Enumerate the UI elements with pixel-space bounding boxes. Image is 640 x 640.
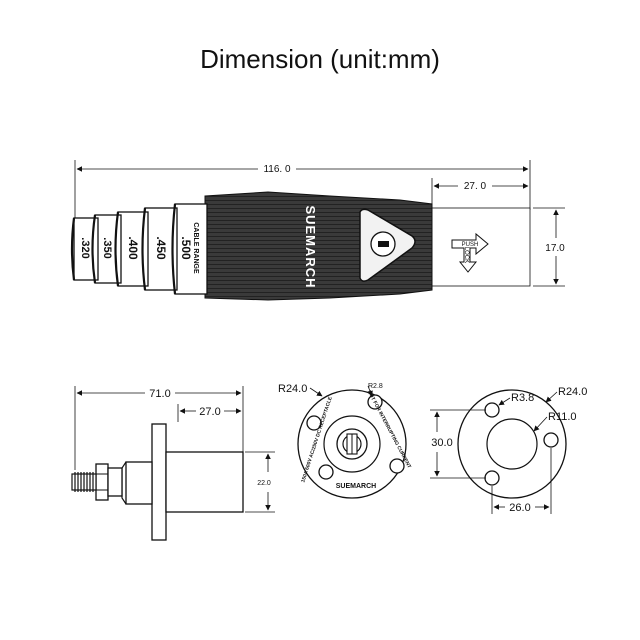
flange-hole bbox=[543, 432, 559, 448]
side-diameter-label: 22.0 bbox=[257, 480, 271, 487]
cable-size-label: .320 bbox=[79, 237, 91, 258]
lock-label: LOCK bbox=[463, 247, 469, 263]
flange-hole bbox=[484, 470, 500, 486]
overall-length-label: 116. 0 bbox=[263, 164, 290, 175]
cable-size-label: .450 bbox=[154, 236, 168, 260]
flange-inner-radius-label: R11.0 bbox=[548, 411, 577, 423]
side-overall-length-label: 71.0 bbox=[149, 388, 170, 400]
body-logo: SUEMARCH bbox=[303, 205, 318, 288]
side-view: 71.0 27.0 22.0 bbox=[71, 386, 275, 541]
overall-length-dimension: 71.0 bbox=[76, 388, 242, 400]
vertical-spacing-label: 30.0 bbox=[431, 437, 452, 449]
cable-boot: CABLE RANGE .500 .450 .400 .350 .320 bbox=[70, 203, 208, 295]
height-label: 17.0 bbox=[545, 243, 565, 254]
page-title: Dimension (unit:mm) bbox=[200, 44, 440, 74]
mounting-hole bbox=[389, 458, 405, 474]
body-length-label: 27. 0 bbox=[464, 181, 487, 192]
mounting-hole bbox=[367, 394, 383, 410]
horizontal-spacing-label: 26.0 bbox=[509, 502, 530, 514]
side-body-length-label: 27.0 bbox=[199, 406, 220, 418]
cable-size-label: .350 bbox=[101, 237, 113, 258]
body-length-dimension: 27.0 bbox=[179, 406, 242, 418]
receptacle-body bbox=[165, 451, 244, 513]
height-dimension: 17.0 bbox=[545, 209, 565, 285]
flange-hole bbox=[484, 402, 500, 418]
cable-size-label: .500 bbox=[179, 236, 193, 260]
front-logo: SUEMARCH bbox=[336, 483, 376, 490]
latch-icon bbox=[359, 208, 416, 282]
vertical-spacing-dimension: 30.0 bbox=[431, 411, 453, 477]
mounting-hole bbox=[306, 415, 322, 431]
flange-inner-circle bbox=[486, 418, 538, 470]
flange-view: 30.0 26.0 R3.8 R24.0 R11.0 bbox=[430, 386, 587, 514]
front-view: NOT FOR INTERRUPTING CURRENT 150A 600V A… bbox=[278, 383, 412, 499]
push-lock-arrow-icon: PUSH LOCK bbox=[451, 232, 489, 273]
body-length-dimension: 27. 0 bbox=[433, 181, 529, 192]
cable-range-label: CABLE RANGE bbox=[192, 222, 199, 274]
mounting-hole bbox=[318, 464, 334, 480]
horizontal-spacing-dimension: 26.0 bbox=[493, 502, 550, 514]
top-view: 116. 0 27. 0 17.0 SUEMARCH bbox=[70, 160, 565, 301]
overall-length-dimension: 116. 0 bbox=[76, 164, 529, 175]
threaded-stud bbox=[71, 472, 97, 492]
flange-hole-radius-label: R3.8 bbox=[511, 392, 534, 404]
push-label: PUSH bbox=[462, 242, 479, 248]
flange-plate bbox=[151, 423, 167, 541]
front-hole-radius-label: R2.8 bbox=[368, 383, 383, 390]
diameter-dimension: 22.0 bbox=[257, 453, 271, 511]
front-outer-radius-label: R24.0 bbox=[278, 383, 307, 395]
cable-size-label: .400 bbox=[126, 236, 140, 260]
flange-outer-radius-label: R24.0 bbox=[558, 386, 587, 398]
